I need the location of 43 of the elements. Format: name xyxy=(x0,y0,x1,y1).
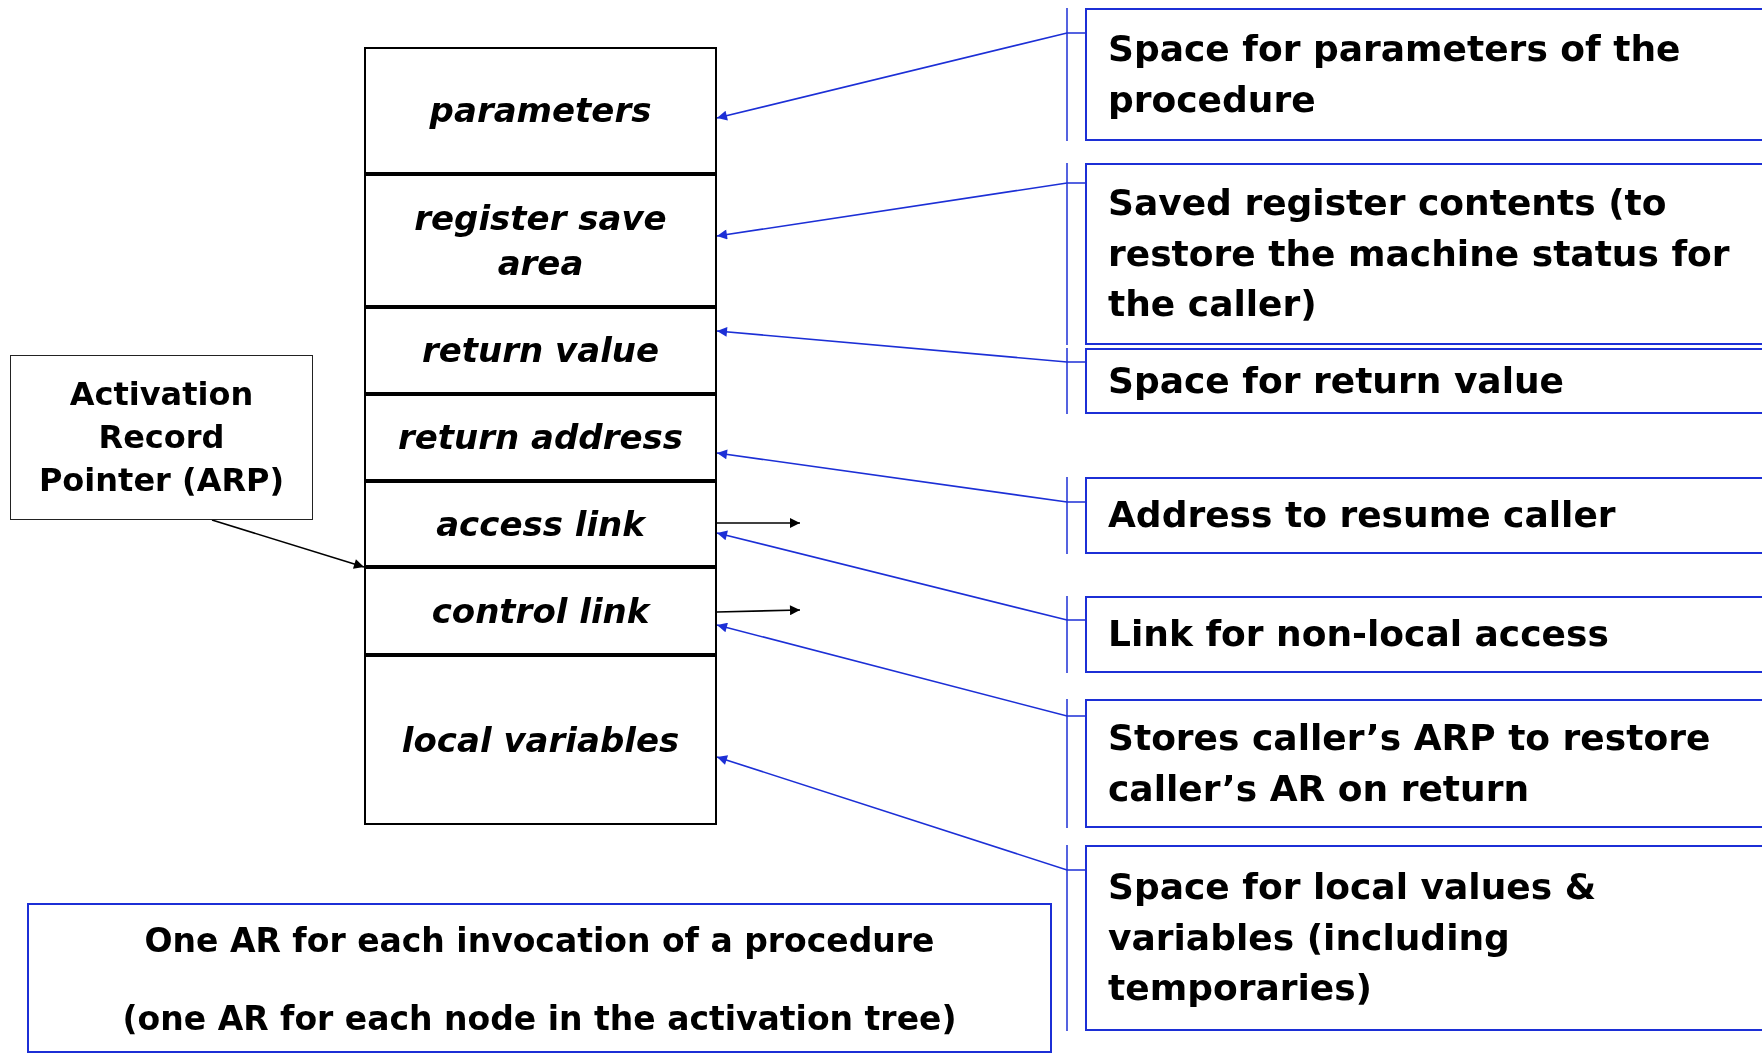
field-label: parameters xyxy=(429,89,652,133)
description-text: Saved register contents (to restore the machine status for the caller) xyxy=(1108,181,1731,327)
description-box xyxy=(1085,596,1762,673)
description-box xyxy=(1085,163,1762,345)
description-box xyxy=(1085,477,1762,554)
record-field xyxy=(364,481,717,567)
description-box xyxy=(1085,348,1762,414)
record-field xyxy=(364,174,717,307)
record-field xyxy=(364,394,717,481)
record-field xyxy=(364,655,717,825)
arrow xyxy=(716,622,1086,717)
field-label: register save area xyxy=(413,197,668,285)
arrow xyxy=(716,182,1086,240)
record-field xyxy=(364,567,717,655)
description-box xyxy=(1085,845,1762,1031)
field-label: access link xyxy=(436,502,645,546)
note-text: (one AR for each node in the activation tree) xyxy=(122,998,957,1039)
description-text: Space for local values & variables (including temporaries) xyxy=(1108,865,1598,1011)
arrow xyxy=(716,449,1086,503)
description-box xyxy=(1085,699,1762,828)
arrow xyxy=(716,326,1086,363)
description-text: Link for non-local access xyxy=(1108,612,1610,657)
arrow xyxy=(716,755,1086,871)
arrow xyxy=(211,519,365,569)
note-box xyxy=(27,903,1052,1053)
field-label: return value xyxy=(421,329,660,373)
pointer-label: Activation Record Pointer (ARP) xyxy=(37,373,286,502)
arrow xyxy=(716,530,1086,621)
arrow xyxy=(716,605,801,616)
description-box xyxy=(1085,8,1762,141)
field-label: local variables xyxy=(401,718,680,762)
pointer-box xyxy=(10,355,313,520)
record-field xyxy=(364,307,717,394)
arrow xyxy=(716,32,1086,121)
field-label: control link xyxy=(431,589,650,633)
description-text: Space for return value xyxy=(1108,358,1566,403)
field-label: return address xyxy=(398,416,683,460)
note-text: One AR for each invocation of a procedure xyxy=(144,921,935,961)
description-text: Space for parameters of the procedure xyxy=(1108,27,1682,122)
arrow xyxy=(716,518,801,528)
description-text: Stores caller’s ARP to restore caller’s AR on return xyxy=(1108,716,1712,811)
record-field xyxy=(364,47,717,174)
description-text: Address to resume caller xyxy=(1108,493,1617,538)
